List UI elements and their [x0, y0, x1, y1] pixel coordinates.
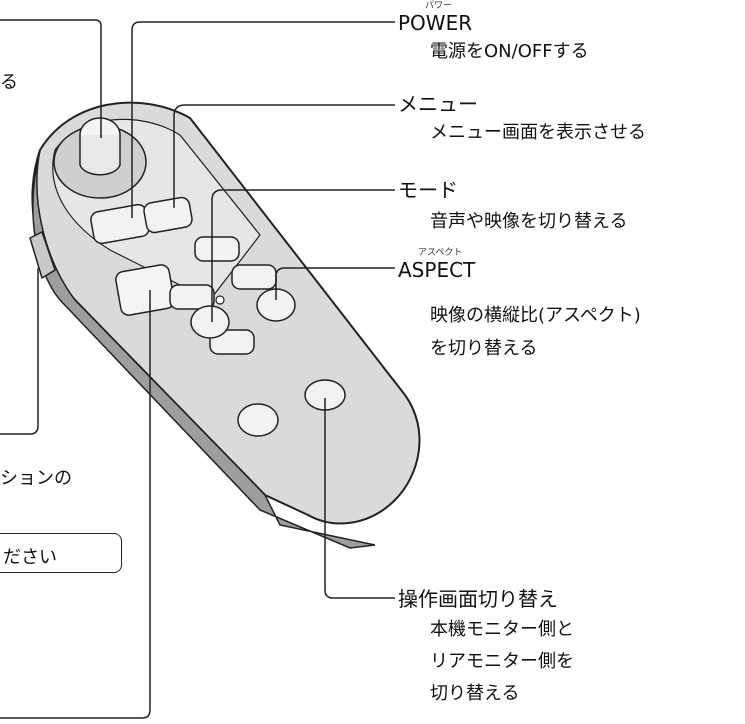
left-bottom-fragment: ションの: [0, 468, 72, 489]
note-box: ださい: [0, 533, 122, 573]
left-top-fragment: る: [0, 72, 18, 93]
leader-square: [0, 290, 151, 719]
leader-connector: [0, 268, 39, 435]
monitor-desc-line-3: 切り替える: [430, 683, 520, 704]
menu-button-shape: [143, 196, 193, 234]
power-ruby: パワー: [425, 1, 453, 11]
cross-up: [194, 236, 240, 262]
menu-desc: メニュー画面を表示させる: [430, 122, 646, 143]
mode-title: モード: [398, 178, 458, 202]
power-title: POWER: [398, 11, 473, 35]
leader-joystick: [0, 19, 102, 138]
leader-aspect: [275, 267, 395, 300]
cross-down: [209, 329, 255, 355]
monitor-switch-square-button: [115, 264, 175, 316]
leader-power: [131, 21, 395, 218]
aspect-desc-line-1: 映像の横縦比(アスペクト): [430, 305, 641, 326]
aspect-ruby: アスペクト: [418, 248, 463, 258]
mode-desc: 音声や映像を切り替える: [430, 211, 628, 232]
aspect-desc-line-2: を切り替える: [430, 338, 538, 359]
monitor-desc-line-2: リアモニター側を: [430, 651, 574, 672]
aspect-title: ASPECT: [398, 258, 476, 282]
monitor-title: 操作画面切り替え: [398, 587, 558, 611]
side-connector: [29, 230, 56, 280]
leader-menu: [173, 104, 395, 208]
leader-mode: [211, 189, 395, 322]
cross-center: [215, 295, 225, 305]
cross-right: [231, 264, 277, 290]
note-fragment: ださい: [3, 547, 57, 568]
bottom-left-button: [237, 403, 279, 437]
mode-button-shape: [190, 305, 230, 339]
menu-title: メニュー: [398, 92, 478, 116]
remote-side-shade: [32, 149, 376, 549]
power-desc: 電源をON/OFFする: [430, 41, 589, 62]
cross-left: [169, 284, 215, 310]
leader-monitor: [324, 398, 395, 599]
monitor-desc-line-1: 本機モニター側と: [430, 619, 574, 640]
joystick-stem: [79, 135, 121, 176]
